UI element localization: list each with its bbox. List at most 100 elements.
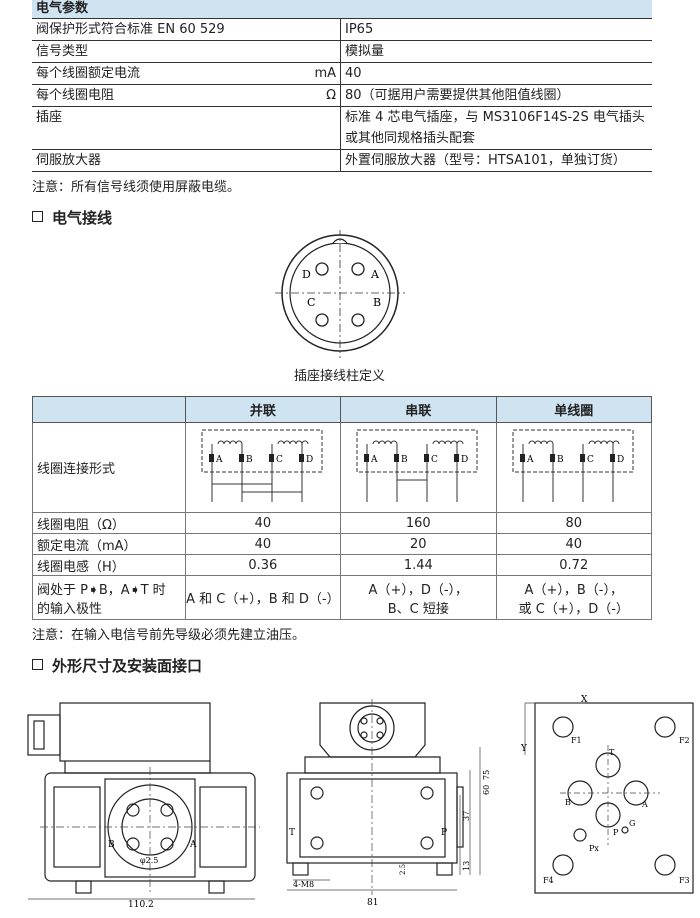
cell-value: A 和 C（+），B 和 D（-） xyxy=(186,592,340,607)
coil-enclosure xyxy=(201,429,323,472)
port-label: B xyxy=(108,840,115,850)
terminal-block xyxy=(268,453,274,462)
dimension-label: 13 xyxy=(462,861,471,871)
row-label: 线圈电阻（Ω） xyxy=(32,512,186,534)
pin-label-d: D xyxy=(302,268,311,281)
pin-label-b: B xyxy=(373,296,381,309)
table-row: 信号类型 模拟量 xyxy=(32,40,652,63)
table-header-blank xyxy=(32,396,186,423)
dimension-label: 75 xyxy=(482,770,491,780)
port-label: Px xyxy=(589,844,599,853)
coil-winding xyxy=(277,440,309,444)
port-label: A xyxy=(189,840,197,850)
pin-label: B xyxy=(401,455,408,465)
row-label: 线圈电感（H） xyxy=(32,554,186,576)
section-title-dimensions: 外形尺寸及安装面接口 xyxy=(32,655,202,676)
param-value: 40 xyxy=(340,62,652,85)
param-unit: mA xyxy=(314,66,336,81)
params-note: 注意：所有信号线须使用屏蔽电缆。 xyxy=(32,180,241,195)
checkbox-icon xyxy=(32,659,43,670)
param-label: 每个线圈电阻 xyxy=(36,88,115,103)
coil-winding xyxy=(432,440,464,444)
table-row: 每个线圈电阻 Ω 80（可据用户需要提供其他阻值线圈） xyxy=(32,84,652,107)
pin-label: C xyxy=(587,455,594,465)
terminal-block xyxy=(208,453,214,462)
pin-label: D xyxy=(461,455,468,465)
hole-label: F1 xyxy=(571,736,582,745)
pin-label: D xyxy=(306,455,313,465)
port-label: B xyxy=(565,798,571,807)
table-row: 每个线圈额定电流 mA 40 xyxy=(32,62,652,85)
pin-label: A xyxy=(526,455,534,465)
cell-value-line2: 或 C（+），D（-） xyxy=(518,601,629,617)
dimension-label: 37 xyxy=(462,811,471,821)
pin-label: C xyxy=(276,455,283,465)
param-value-line2: 或其他同规格插头配套 xyxy=(345,131,476,146)
coil-enclosure xyxy=(512,429,634,472)
param-value: 标准 4 芯电气插座，与 MS3106F14S-2S 电气插头 xyxy=(345,110,645,125)
param-value: 模拟量 xyxy=(340,40,652,63)
table-row: 线圈电感（H） 0.36 1.44 0.72 xyxy=(32,554,653,576)
terminal-block xyxy=(549,453,555,462)
dimension-label: φ2.5 xyxy=(140,856,158,865)
axis-label-x: X xyxy=(581,695,588,705)
socket-pin-diagram: D A C B xyxy=(275,230,405,358)
param-unit: Ω xyxy=(326,88,336,103)
param-label: 信号类型 xyxy=(36,44,89,59)
dimension-label: 81 xyxy=(367,898,378,908)
section-title-text: 电气接线 xyxy=(52,209,113,227)
pin-label: B xyxy=(246,455,253,465)
table-row: 插座 标准 4 芯电气插座，与 MS3106F14S-2S 电气插头或其他同规格… xyxy=(32,106,652,150)
column-header: 串联 xyxy=(340,396,497,423)
section-title-text: 外形尺寸及安装面接口 xyxy=(52,657,203,675)
coil-note: 注意：在输入电信号前先导级必须先建立油压。 xyxy=(32,628,306,643)
cell-value: 40 xyxy=(184,533,342,555)
table-row: 阀处于 P➧B，A➧T 时的输入极性 A 和 C（+），B 和 D（-） A（+… xyxy=(32,575,653,620)
single-coil-diagram: A B C D xyxy=(512,429,634,502)
terminal-block xyxy=(579,453,585,462)
param-value: 外置伺服放大器（型号：HTSA101，单独订货） xyxy=(340,149,652,172)
cell-value: 0.36 xyxy=(184,554,342,576)
cell-value-line2: B、C 短接 xyxy=(387,601,449,617)
param-label: 每个线圈额定电流 xyxy=(36,66,141,81)
cell-value: 1.44 xyxy=(340,554,497,576)
coil-winding xyxy=(588,440,620,444)
terminal-block xyxy=(519,453,525,462)
column-header: 单线圈 xyxy=(495,396,653,423)
axis-label-y: Y xyxy=(520,744,528,754)
hole-label: F4 xyxy=(543,876,554,885)
coil-winding xyxy=(217,440,243,444)
table-header: 电气参数 xyxy=(32,0,652,19)
cell-value: 40 xyxy=(495,533,653,555)
cell-value: 20 xyxy=(340,533,497,555)
param-label: 伺服放大器 xyxy=(36,153,102,168)
param-label: 插座 xyxy=(36,110,63,125)
dimension-label: 4-M8 xyxy=(293,880,314,889)
cell-value: A（+），D（-）， xyxy=(368,582,469,598)
terminal-block xyxy=(298,453,304,462)
front-view-drawing: T P 4-M8 81 75 60 37 13 2.5 xyxy=(286,699,491,908)
table-row: 阀保护形式符合标准 EN 60 529 IP65 xyxy=(32,18,652,41)
row-label: 阀处于 P➧B，A➧T 时 xyxy=(37,582,166,598)
pin-label: A xyxy=(370,455,378,465)
terminal-block xyxy=(424,453,430,462)
row-label-line2: 的输入极性 xyxy=(37,601,103,617)
pin-label: D xyxy=(617,455,624,465)
socket-caption: 插座接线柱定义 xyxy=(294,369,386,384)
coil-winding xyxy=(372,440,398,444)
param-value: 80（可据用户需要提供其他阻值线圈） xyxy=(340,84,652,107)
table-row: 伺服放大器 外置伺服放大器（型号：HTSA101，单独订货） xyxy=(32,149,652,172)
cell-value: 40 xyxy=(184,512,342,534)
pin-label: A xyxy=(215,455,223,465)
port-label: A xyxy=(641,800,648,809)
table-row: 额定电流（mA） 40 20 40 xyxy=(32,533,653,555)
port-label: T xyxy=(609,748,615,757)
section-title-wiring: 电气接线 xyxy=(32,207,112,228)
checkbox-icon xyxy=(32,211,43,222)
terminal-block xyxy=(364,453,370,462)
pin-label: B xyxy=(557,455,564,465)
pin-label-c: C xyxy=(307,296,315,309)
port-label: T xyxy=(289,828,295,838)
